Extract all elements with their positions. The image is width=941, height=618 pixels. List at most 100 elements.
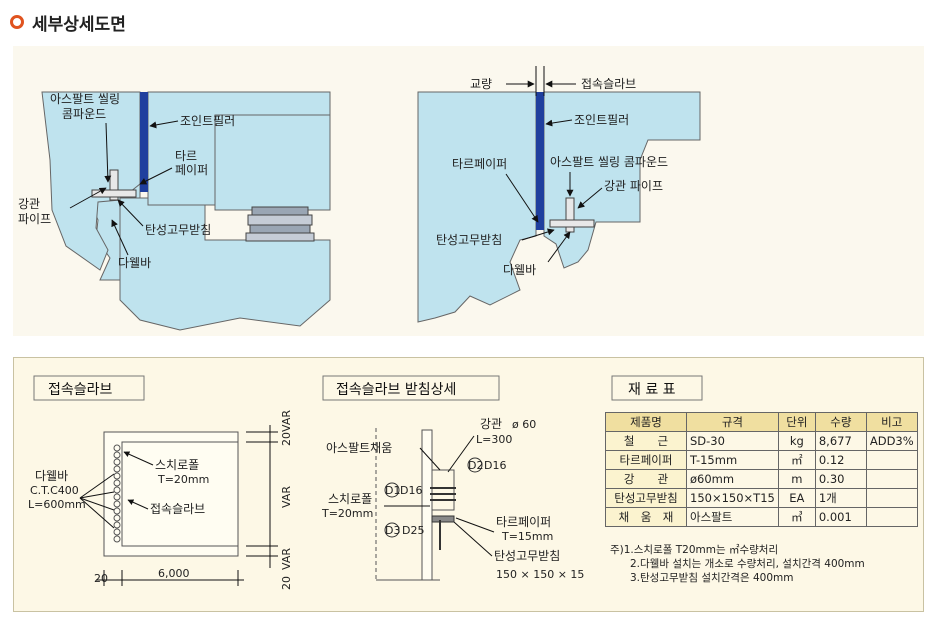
bearing-tar-paper-2: T=15mm [501,530,553,543]
right-bridge-girder [417,91,537,323]
plan-and-bearing-drawings: 접속슬라브 접속슬라브 받침상세 재 료 표 다웰바 C.T.C400 L=60… [28,375,703,590]
page-title: 세부상세도면 [32,14,126,35]
label-dowel-bar-left: 다웰바 [118,256,151,270]
plan-dim-20-left: 20 [94,572,108,585]
label-dowel-bar-right: 다웰바 [503,263,536,277]
right-dowel-bar [549,219,595,228]
cell: EA [777,488,816,508]
left-girder-inner [214,114,331,211]
plan-dim-var: VAR [280,486,293,508]
bearing-styrofoam-1: 스치로폴 [328,492,372,506]
label-asphalt-sealing-right: 아스팔트 씰링 콤파운드 [550,155,668,169]
col-unit: 단위 [777,412,816,432]
plan-styrofoam-1: 스치로폴 [155,458,199,472]
note-2: 2.다웰바 설치는 개소로 수량처리, 설치간격 400mm [630,558,865,570]
cell: 0.30 [814,469,867,489]
plan-dowel-2: C.T.C400 [30,484,79,497]
note-3: 3.탄성고무받침 설치간격은 400mm [630,572,794,584]
plan-dim-var-bottom: VAR [280,548,293,570]
bearing-rubber-2: 150 × 150 × 15 [496,568,584,581]
bearing-d1: D1 [385,484,400,497]
bearing-d25: D25 [402,524,424,537]
materials-header: 재 료 표 [628,382,676,398]
label-bridge: 교량 [470,77,492,91]
left-joint-filler [140,92,148,192]
cell: ㎥ [777,507,816,527]
label-tar-paper-left-1: 타르 [175,149,197,163]
cell: 채 움 재 [605,507,687,527]
left-abutment [119,197,331,331]
plan-dowel-3: L=600mm [28,498,86,511]
label-steel-pipe-left-2: 파이프 [18,212,51,226]
section-drawings: 아스팔트 씰링 콤파운드 조인트필러 타르 페이퍼 강관 파이프 탄성고무받침 … [18,66,701,331]
left-dowel-bar [91,189,137,198]
table-row: 철 근 SD-30 kg 8,677 ADD3% [605,431,918,451]
cell: 타르페이퍼 [605,450,687,470]
cell: 탄성고무받침 [605,488,687,508]
cell: kg [777,431,816,451]
bearing-tar-paper-1: 타르페이퍼 [496,515,551,529]
materials-header-row: 제품명 규격 단위 수량 비고 [605,412,918,432]
label-steel-pipe-left-1: 강관 [18,197,40,211]
col-qty: 수량 [814,412,867,432]
bearing-header: 접속슬라브 받침상세 [336,382,456,398]
label-steel-pipe-right: 강관 파이프 [604,179,663,193]
page-title-row: 세부상세도면 [10,8,126,36]
label-asphalt-sealing-2: 콤파운드 [62,107,106,121]
bearing-pipe [431,469,455,511]
label-rubber-bearing-left: 탄성고무받침 [145,223,211,237]
cell [865,507,918,527]
table-row: 타르페이퍼 T-15mm ㎡ 0.12 [605,450,918,470]
cell: 아스팔트 [686,507,779,527]
cell: 150×150×T15 [686,488,779,508]
col-spec: 규격 [686,412,779,432]
label-tar-paper-right: 타르페이퍼 [452,157,507,171]
cell: m [777,469,816,489]
bearing-pipe-label-2: ø 60 [512,418,536,431]
cell: 강 관 [605,469,687,489]
plan-header: 접속슬라브 [48,382,113,398]
circle-bullet-icon [10,15,24,29]
plan-dim-var-top: VAR [280,410,293,432]
label-rubber-bearing-right: 탄성고무받침 [436,233,502,247]
cell: ø60mm [686,469,779,489]
cell: 1개 [814,488,867,508]
plan-dowel-1: 다웰바 [35,469,68,483]
cell [865,469,918,489]
note-1: 주)1.스치로폴 T20mm는 ㎡수량처리 [610,544,779,556]
plan-slab-label: 접속슬라브 [150,502,205,516]
label-joint-filler-left: 조인트필러 [180,114,235,128]
table-row: 강 관 ø60mm m 0.30 [605,469,918,489]
cell: 철 근 [605,431,687,451]
bearing-styrofoam-2: T=20mm [321,507,373,520]
label-tar-paper-left-2: 페이퍼 [175,163,208,177]
bearing-d2: D2 [468,459,483,472]
col-note: 비고 [865,412,918,432]
cell: T-15mm [686,450,779,470]
bearing-pipe-label-1: 강관 [480,417,502,431]
left-bearing-pad [245,206,315,242]
col-product: 제품명 [605,412,687,432]
label-joint-filler-right: 조인트필러 [574,113,629,127]
label-asphalt-sealing-1: 아스팔트 씰링 [50,92,120,106]
table-row: 채 움 재 아스팔트 ㎥ 0.001 [605,507,918,527]
bearing-d16-2: D16 [484,459,506,472]
cell: ㎡ [777,450,816,470]
cell: 0.12 [814,450,867,470]
bearing-asphalt-fill: 아스팔트채움 [326,441,392,455]
table-row: 탄성고무받침 150×150×T15 EA 1개 [605,488,918,508]
plan-styrofoam-2: T=20mm [157,473,209,486]
cell: 8,677 [814,431,867,451]
plan-dim-20-top: 20 [280,432,293,446]
plan-dim-20-bottom: 20 [280,576,293,590]
cell: SD-30 [686,431,779,451]
plan-dowel-circles [113,444,121,543]
cell [865,450,918,470]
bearing-d16-1: D16 [400,484,422,497]
left-steel-pipe [109,169,119,201]
plan-dim-6000: 6,000 [158,567,190,580]
bearing-rubber-1: 탄성고무받침 [494,549,560,563]
materials-notes: 주)1.스치로폴 T20mm는 ㎡수량처리 2.다웰바 설치는 개소로 수량처리… [610,543,865,585]
bearing-l300: L=300 [476,433,512,446]
materials-table: 제품명 규격 단위 수량 비고 철 근 SD-30 kg 8,677 ADD3%… [605,412,918,527]
